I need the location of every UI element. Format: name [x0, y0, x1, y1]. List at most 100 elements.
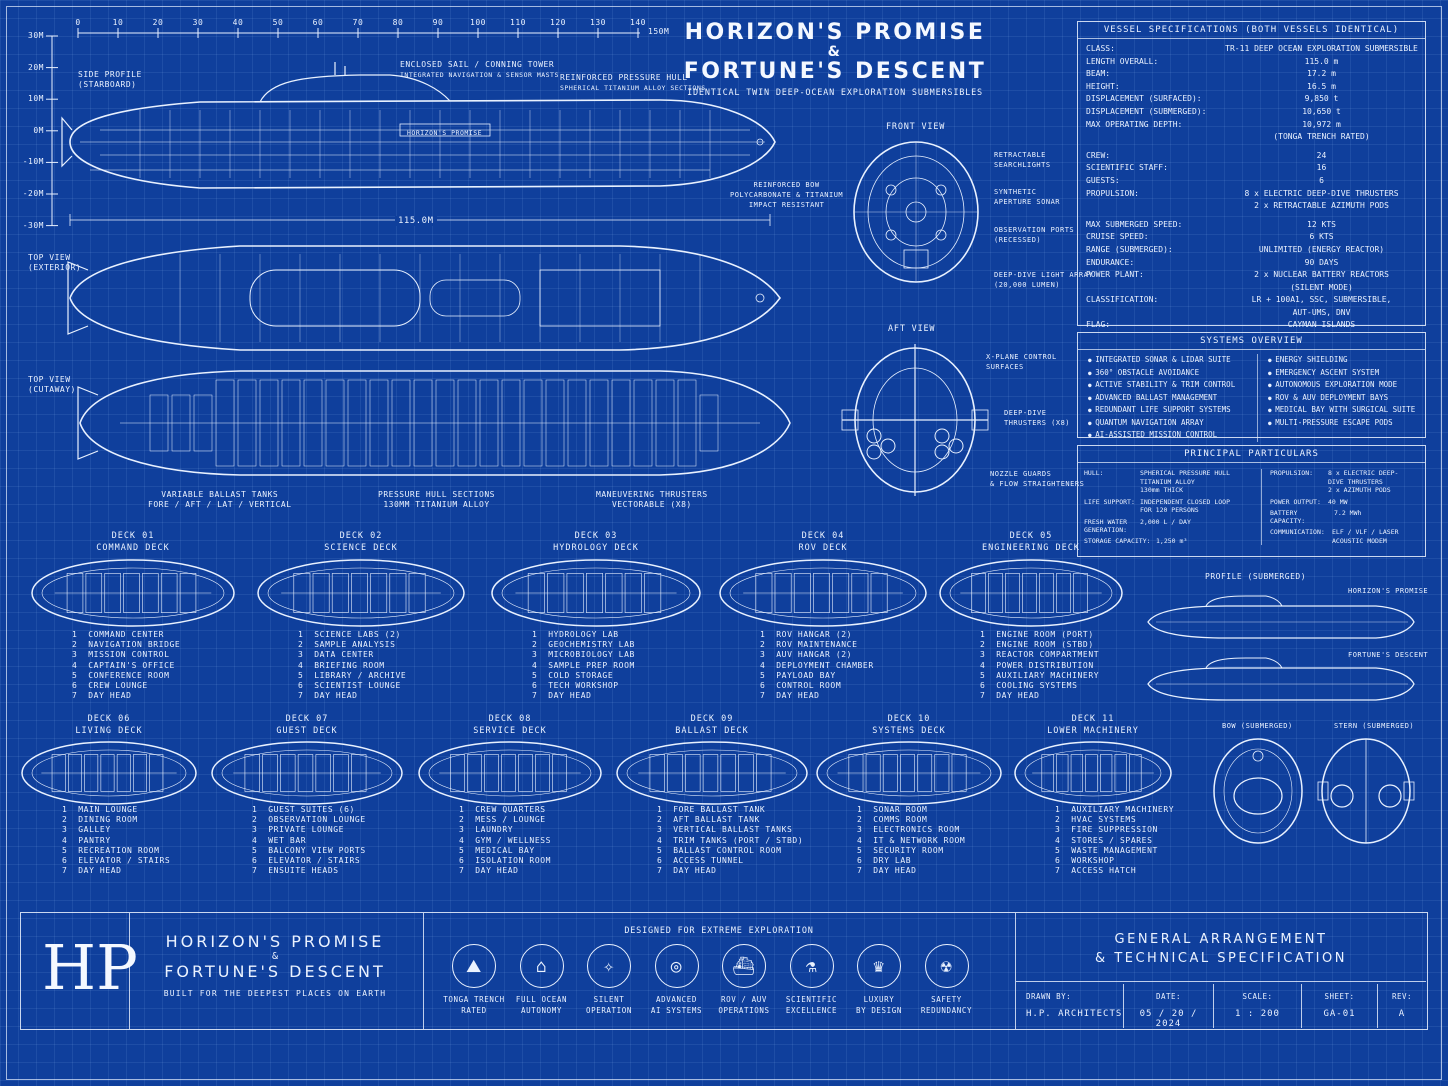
- feature-label-1: ROV / AUV: [720, 995, 768, 1004]
- callout-bow: REINFORCED BOW POLYCARBONATE & TITANIUM …: [730, 180, 843, 210]
- deck-plan-drawing: [257, 559, 465, 627]
- pp-prop-v2: DIVE THRUSTERS: [1328, 477, 1383, 486]
- feature-label-2: REDUNDANCY: [920, 1006, 973, 1015]
- callout-ballast-title: VARIABLE BALLAST TANKS: [161, 490, 279, 499]
- systems-left-list: INTEGRATED SONAR & LIDAR SUITE360° OBSTA…: [1078, 354, 1258, 442]
- deck-inner-outline: [1024, 749, 1162, 797]
- title-block-cell: DRAWN BY:H.P. ARCHITECTS: [1016, 984, 1124, 1028]
- aft-callout-2-b: THRUSTERS (X8): [1004, 419, 1071, 427]
- aft-callout-2: DEEP-DIVE THRUSTERS (X8): [1004, 408, 1070, 428]
- feature-label-2: OPERATION: [585, 1006, 633, 1015]
- system-item: AUTONOMOUS EXPLORATION MODE: [1268, 379, 1425, 392]
- spec-value: 8 x ELECTRIC DEEP-DIVE THRUSTERS: [1244, 188, 1399, 198]
- deck-room-item: 5 PAYLOAD BAY: [760, 670, 836, 680]
- deck-room-item: 6 ELEVATOR / STAIRS: [62, 856, 171, 866]
- footer-amp: &: [271, 951, 279, 962]
- front-callout-3: OBSERVATION PORTS(RECESSED): [994, 225, 1074, 245]
- feature-label-2: OPERATIONS: [718, 1006, 770, 1015]
- spec-key: [1078, 307, 1218, 320]
- spec-value: 10,972 m: [1302, 119, 1341, 129]
- title-line-1: HORIZON'S PROMISE: [684, 20, 986, 45]
- vertical-tick-label: 0m: [33, 125, 44, 135]
- spec-key: CLASS:: [1086, 44, 1115, 53]
- deck-room-item: 5 WASTE MANAGEMENT: [1055, 845, 1158, 855]
- aft-callout-2-a: DEEP-DIVE: [1004, 409, 1047, 417]
- pp-power-value: 40 MW: [1328, 497, 1348, 506]
- deck-room-item: 3 ELECTRONICS ROOM: [857, 825, 960, 835]
- system-item: INTEGRATED SONAR & LIDAR SUITE: [1088, 354, 1257, 367]
- callout-bow-title: REINFORCED BOW: [753, 181, 820, 189]
- features-title: DESIGNED FOR EXTREME EXPLORATION: [624, 926, 814, 936]
- deck-room-item: 1 AUXILIARY MACHINERY: [1055, 805, 1175, 814]
- stern-submerged-drawing: [1317, 738, 1415, 844]
- pp-prop-key: PROPULSION:: [1270, 469, 1314, 477]
- spec-value: 2 x RETRACTABLE AZIMUTH PODS: [1254, 201, 1389, 211]
- footer-tagline: BUILT FOR THE DEEPEST PLACES ON EARTH: [163, 989, 387, 998]
- aft-callout-3-a: NOZZLE GUARDS: [990, 470, 1052, 478]
- feature-label-2: RATED: [461, 1006, 487, 1015]
- deck-plan-drawing: [491, 559, 701, 627]
- aft-callout-3: NOZZLE GUARDS& FLOW STRAIGHTENERS: [990, 469, 1084, 489]
- spec-value: UNLIMITED (ENERGY REACTOR): [1258, 244, 1385, 254]
- deck-heading: DECK 08 SERVICE DECK: [417, 713, 603, 737]
- spec-row: (TONGA TRENCH RATED): [1078, 131, 1425, 144]
- horizontal-tick-label: 60: [312, 18, 324, 27]
- deck-room-item: 3 FIRE SUPPRESSION: [1055, 825, 1158, 835]
- spec-key: [1078, 200, 1218, 213]
- specs-title: VESSEL SPECIFICATIONS (BOTH VESSELS IDEN…: [1078, 22, 1425, 39]
- deck-room-item: 1 COMMAND CENTER: [72, 630, 165, 639]
- ocean-icon: ⌂: [519, 944, 564, 988]
- deck-plan-drawing: [719, 559, 927, 627]
- principal-title: PRINCIPAL PARTICULARS: [1078, 446, 1425, 463]
- callout-sail-title: ENCLOSED SAIL / CONNING TOWER: [400, 60, 555, 69]
- aft-view-drawing: [841, 344, 989, 496]
- deck-room-item: 5 MEDICAL BAY: [459, 845, 535, 855]
- callout-sail: ENCLOSED SAIL / CONNING TOWER INTEGRATED…: [400, 60, 559, 80]
- pp-hull-v2: TITANIUM ALLOY: [1140, 477, 1195, 486]
- deck-name: SERVICE DECK: [473, 726, 547, 736]
- pp-comm-v1: ELF / VLF / LASER: [1332, 528, 1399, 536]
- front-view-drawing: [853, 141, 979, 283]
- horizontal-tick-label: 120: [550, 18, 566, 27]
- spec-row: CREW:24: [1078, 150, 1425, 163]
- front-callout-4-b: (20,000 LUMEN): [994, 281, 1061, 289]
- pp-life-v2: FOR 120 PERSONS: [1140, 506, 1199, 514]
- system-item: REDUNDANT LIFE SUPPORT SYSTEMS: [1088, 404, 1257, 417]
- deck-room-item: 5 BALCONY VIEW PORTS: [252, 845, 366, 855]
- deck-inner-outline: [31, 749, 187, 797]
- spec-value: 24: [1316, 150, 1327, 160]
- spec-row: 2 x RETRACTABLE AZIMUTH PODS: [1078, 200, 1425, 213]
- system-item: ROV & AUV DEPLOYMENT BAYS: [1268, 392, 1425, 405]
- title-subtitle: IDENTICAL TWIN DEEP-OCEAN EXPLORATION SU…: [687, 88, 983, 98]
- spec-value: AUT-UMS, DNV: [1292, 307, 1351, 317]
- deck-outline: [491, 559, 701, 627]
- deck-outline: [816, 741, 1002, 805]
- deck-number: DECK 08: [488, 714, 532, 724]
- deck-plan-drawing: [939, 559, 1123, 627]
- spec-row: LENGTH OVERALL:115.0 m: [1078, 56, 1425, 69]
- footer-divider-1: [129, 913, 130, 1029]
- spec-row: CLASS:TR-11 DEEP OCEAN EXPLORATION SUBME…: [1078, 43, 1425, 56]
- callout-ballast: VARIABLE BALLAST TANKS FORE / AFT / LAT …: [148, 490, 292, 510]
- callout-thrusters: MANEUVERING THRUSTERS VECTORABLE (X8): [596, 490, 708, 510]
- deck-room-item: 4 BRIEFING ROOM: [298, 660, 385, 670]
- spec-value: 10,650 t: [1302, 106, 1341, 116]
- deck-outline: [257, 559, 465, 627]
- deck-plan-drawing: [21, 741, 197, 805]
- spec-key: SCIENTIFIC STAFF:: [1086, 163, 1168, 173]
- footer-name-2: FORTUNE'S DESCENT: [164, 962, 386, 981]
- callout-ballast-sub: FORE / AFT / LAT / VERTICAL: [148, 500, 292, 509]
- deck-room-item: 5 LIBRARY / ARCHIVE: [298, 670, 407, 680]
- vessel-1-label: HORIZON'S PROMISE: [1348, 587, 1429, 595]
- deck-inner-outline: [221, 749, 393, 797]
- spec-value: 6 KTS: [1309, 232, 1334, 242]
